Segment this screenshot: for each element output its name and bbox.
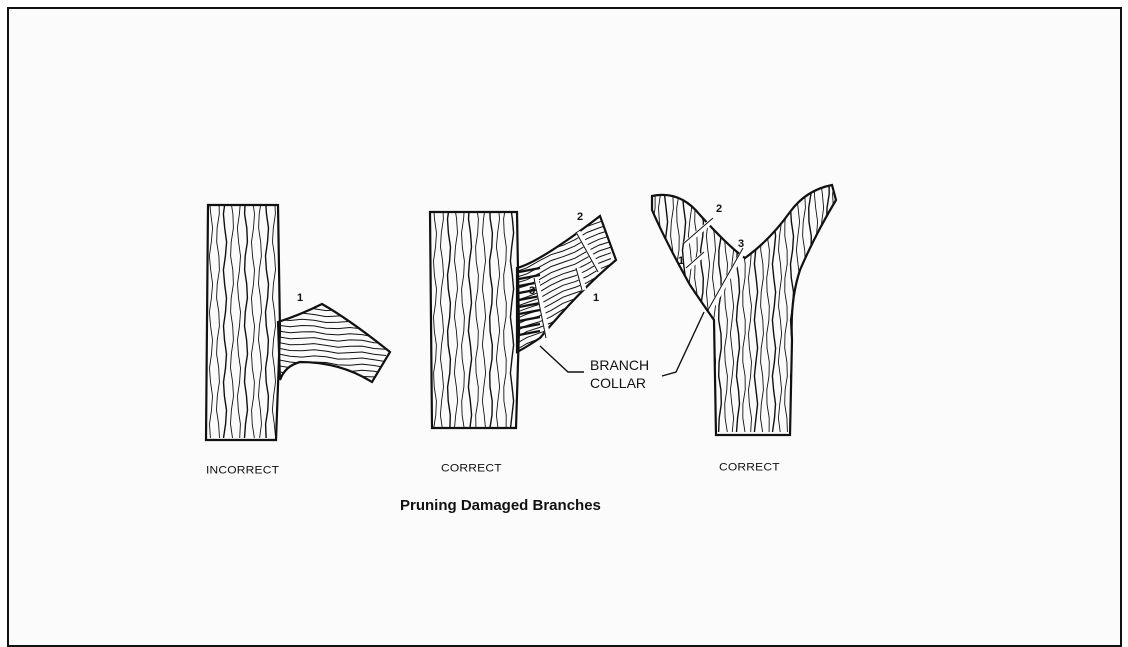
trunk1-bark-stroke (272, 200, 275, 438)
caption-correct-2: CORRECT (719, 461, 780, 474)
trunk2-bark-stroke (476, 205, 479, 429)
branch1-bark-stroke (278, 372, 386, 379)
trunk1-bark-stroke (245, 200, 248, 438)
trunk3-bark-stroke (688, 180, 691, 432)
trunk2-bark-stroke (490, 205, 493, 429)
cut-number-1-correct-1: 1 (593, 292, 599, 304)
trunk3-bark-stroke (706, 180, 709, 432)
trunk1-bark-stroke (217, 200, 220, 438)
cut-edge-1 (576, 232, 598, 272)
callout-collar: COLLAR (590, 374, 646, 392)
trunk3-bark-stroke (761, 180, 764, 432)
trunk1-bark-stroke (231, 200, 234, 438)
trunk2-bark-stroke (427, 205, 430, 429)
trunk3-bark-stroke (803, 180, 806, 432)
trunk1-bark-stroke (266, 200, 269, 438)
branch1-bark-stroke (278, 325, 386, 331)
cut-edge-3 (683, 218, 713, 244)
trunk3-bark-stroke (809, 180, 812, 432)
leader-line-right (662, 312, 704, 376)
cut-number-1-correct-2: 1 (678, 255, 684, 267)
trunk3-bark-stroke (827, 180, 830, 432)
trunk2-bark-stroke (482, 205, 485, 429)
trunk3-bark-stroke (671, 180, 674, 432)
trunk3-bark-stroke (695, 180, 698, 432)
cut-line-0 (536, 278, 548, 338)
cut-number-3-correct-1: 3 (529, 285, 535, 297)
trunk1-bark-stroke (209, 200, 212, 438)
branch2-bark-stroke (515, 168, 611, 213)
trunk2-bark-stroke (448, 205, 451, 429)
cut-number-3-correct-2: 3 (738, 238, 744, 250)
trunk3-bark-stroke (748, 180, 751, 432)
caption-correct-1: CORRECT (441, 462, 502, 475)
trunk3-bark-stroke (754, 180, 757, 432)
trunk1-bark-stroke (259, 200, 262, 438)
trunk3-bark-stroke (796, 180, 799, 432)
cut-number-2-correct-1: 2 (577, 211, 583, 223)
trunk-correct-2 (646, 180, 841, 435)
cut-line-5 (710, 248, 745, 310)
trunk3-bark-stroke (664, 180, 667, 432)
branch1-bark-stroke (278, 366, 386, 374)
cut-number-2-correct-2: 2 (716, 203, 722, 215)
trunk3-bark-stroke (743, 180, 746, 432)
trunk2-bark-stroke (434, 205, 437, 429)
trunk3-bark-stroke (677, 180, 680, 432)
leader-line-left (540, 346, 584, 372)
branch1-bark-stroke (278, 348, 386, 355)
trunk1-bark-stroke (203, 200, 206, 438)
trunk3-bark-stroke (772, 180, 775, 432)
cut-number-1-incorrect: 1 (297, 292, 303, 304)
trunk3-bark-stroke (767, 180, 770, 432)
branch-correct-1 (515, 156, 616, 357)
branch1-bark-stroke (278, 354, 386, 362)
trunk-correct-1 (427, 205, 521, 429)
trunk3-bark-stroke (820, 180, 823, 432)
branch2-bark-stroke (515, 218, 611, 261)
figure-title: Pruning Damaged Branches (400, 497, 601, 514)
trunk1-bark-stroke (252, 200, 255, 438)
trunk2-bark-stroke (510, 205, 513, 429)
branch2-bark-stroke (515, 162, 611, 206)
trunk3-bark-stroke (659, 180, 662, 432)
branch1-bark-stroke (278, 301, 386, 306)
callout-branch: BRANCH (590, 356, 649, 374)
trunk3-bark-stroke (838, 180, 841, 432)
branch2-bark-stroke (515, 174, 611, 219)
trunk3-bark-stroke (646, 180, 649, 432)
branch1-bark-stroke (278, 295, 386, 300)
trunk3-bark-stroke (682, 180, 685, 432)
trunk2-bark-stroke (440, 205, 443, 429)
branch1-bark-stroke (278, 319, 386, 325)
trunk2-bark-stroke (504, 205, 507, 429)
trunk3-bark-stroke (725, 180, 728, 432)
trunk2-bark-stroke (496, 205, 499, 429)
caption-incorrect: INCORRECT (206, 464, 279, 477)
trunk3-bark-stroke (737, 180, 740, 432)
trunk3-bark-stroke (778, 180, 781, 432)
branch2-bark-stroke (515, 300, 611, 344)
branch2-bark-stroke (515, 156, 611, 200)
branch2-bark-stroke (515, 200, 611, 244)
trunk1-bark-stroke (223, 200, 226, 438)
trunk3-bark-stroke (730, 180, 733, 432)
branch2-bark-stroke (515, 224, 611, 266)
collar-hatch-line (519, 317, 540, 321)
trunk1-bark-stroke (237, 200, 240, 438)
trunk3-bark-stroke (719, 180, 722, 432)
trunk2-bark-stroke (454, 205, 457, 429)
branch-stub-incorrect (278, 295, 390, 391)
trunk-incorrect (203, 200, 283, 440)
trunk3-bark-stroke (814, 180, 817, 432)
trunk2-bark-stroke (462, 205, 465, 429)
trunk3-bark-stroke (833, 180, 836, 432)
branch2-bark-stroke (515, 193, 611, 237)
trunk2-bark-stroke (468, 205, 471, 429)
branch1-bark-stroke (278, 384, 386, 391)
branch2-bark-stroke (515, 187, 611, 231)
branch1-bark-stroke (278, 342, 386, 349)
